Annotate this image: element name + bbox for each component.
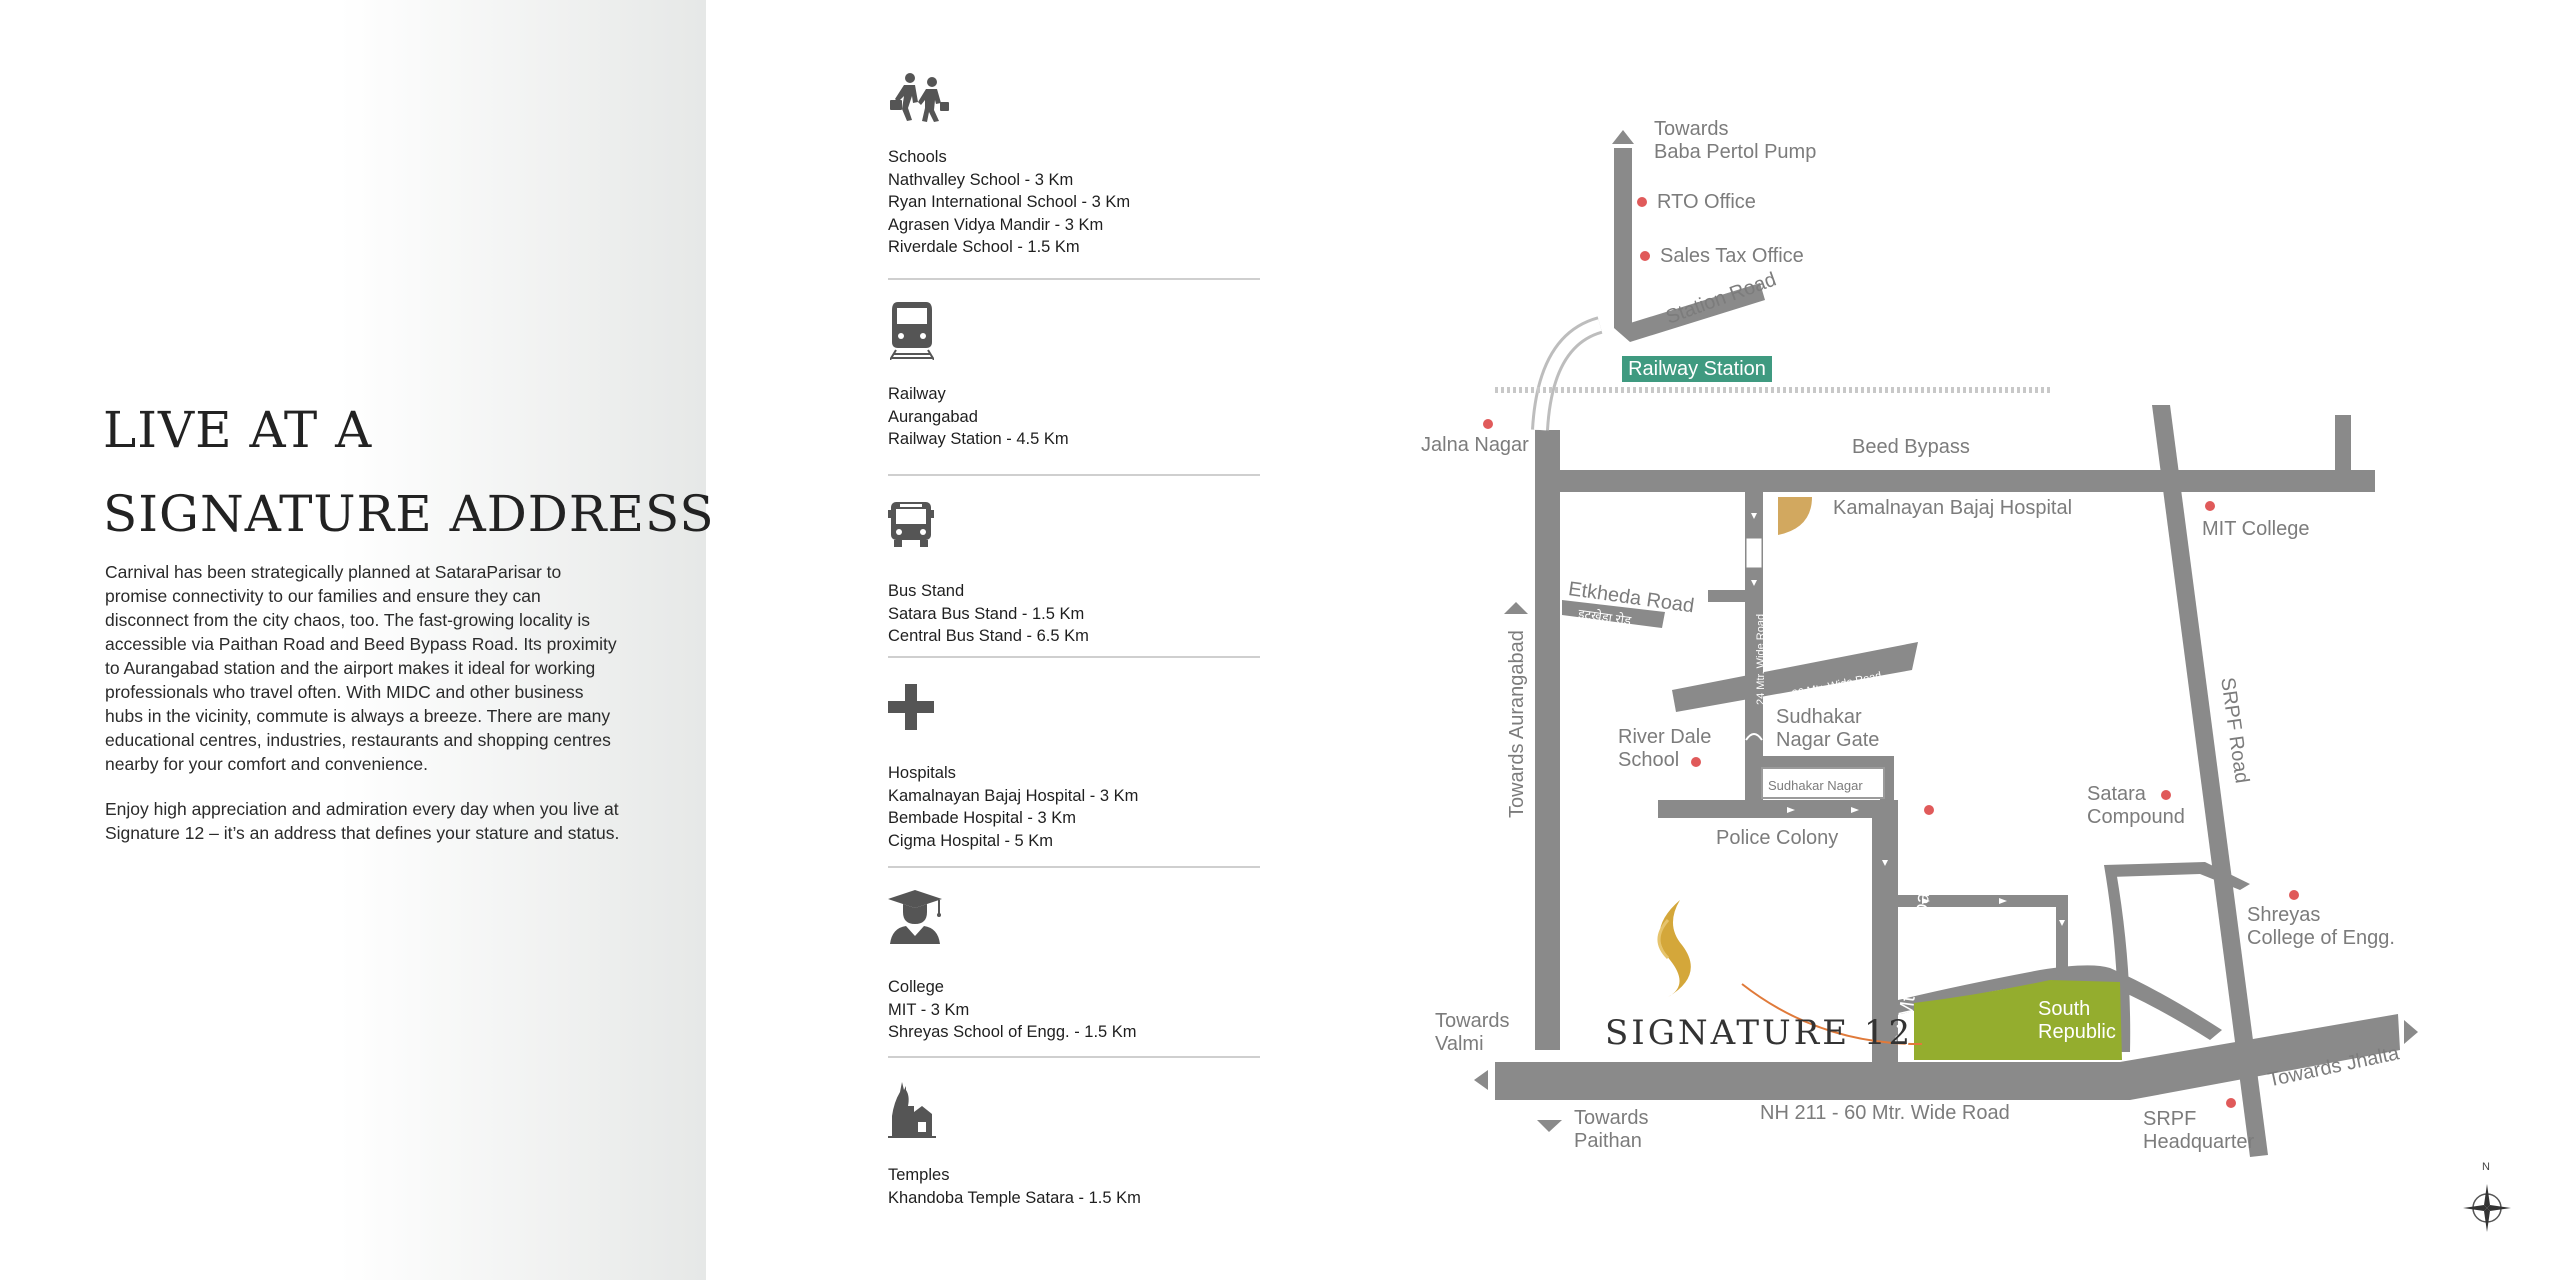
label-nh211: NH 211 - 60 Mtr. Wide Road — [1760, 1102, 2010, 1124]
list-item: Ryan International School - 3 Km — [888, 193, 1131, 211]
label-north: N — [2482, 1161, 2490, 1173]
divider — [888, 278, 1260, 280]
divider — [888, 656, 1260, 658]
divider — [888, 866, 1260, 868]
list-item: Aurangabad — [888, 407, 978, 426]
amenity-hospitals: Hospitals Kamalnayan Bajaj Hospital - 3 … — [888, 684, 1268, 850]
poi-rto — [1637, 197, 1647, 207]
poi-shreyas — [2289, 890, 2299, 900]
amenity-railway: Railway Aurangabad Railway Station - 4.5… — [888, 302, 1268, 452]
closing-paragraph: Enjoy high appreciation and admiration e… — [105, 799, 620, 843]
divider — [888, 1056, 1260, 1058]
list-item: Cigma Hospital - 5 Km — [888, 831, 1054, 850]
school-children-icon — [890, 73, 949, 122]
amenity-temples: Temples Khandoba Temple Satara - 1.5 Km — [888, 1082, 1268, 1212]
list-item: Central Bus Stand - 6.5 Km — [888, 627, 1089, 645]
graduate-icon — [888, 890, 942, 944]
amenity-schools: Schools Nathvalley School - 3 Km Ryan In… — [888, 72, 1268, 262]
poi-srpf — [2226, 1098, 2236, 1108]
list-item: Agrasen Vidya Mandir - 3 Km — [888, 215, 1104, 234]
label-jalna: Jalna Nagar — [1421, 434, 1529, 456]
train-icon — [890, 302, 934, 360]
list-item: Satara Bus Stand - 1.5 Km — [888, 604, 1085, 623]
signature-logo — [1659, 900, 1691, 997]
label-beed-bypass: Beed Bypass — [1852, 436, 1970, 458]
list-item: Riverdale School - 1.5 Km — [888, 238, 1080, 256]
temple-icon — [888, 1082, 936, 1138]
list-item: MIT - 3 Km — [888, 1000, 970, 1019]
poi-sales-tax — [1640, 251, 1650, 261]
arrow-north — [1612, 130, 1634, 144]
compass-icon — [2463, 1184, 2511, 1232]
amenity-heading: Bus Stand — [888, 582, 965, 600]
poi-mit — [2205, 501, 2215, 511]
amenity-heading: Hospitals — [888, 764, 956, 782]
divider — [888, 474, 1260, 476]
list-item: Shreyas School of Engg. - 1.5 Km — [888, 1023, 1137, 1041]
hospital-cross-icon — [888, 684, 934, 730]
road-24-mtr — [1872, 800, 1898, 1062]
srpf-road — [2152, 405, 2268, 1157]
poi-police — [1924, 805, 1934, 815]
list-item: Kamalnayan Bajaj Hospital - 3 Km — [888, 786, 1139, 805]
list-item: Railway Station - 4.5 Km — [888, 430, 1069, 448]
etkheda-road — [1562, 600, 1665, 628]
poi-jalna — [1483, 419, 1493, 429]
title-line-1: LIVE AT A — [103, 401, 373, 459]
amenity-heading: Railway — [888, 385, 946, 403]
amenity-college: College MIT - 3 Km Shreyas School of Eng… — [888, 890, 1268, 1041]
beed-bypass — [1535, 470, 2375, 492]
road-west-vertical — [1535, 430, 1560, 1050]
station-road — [1614, 283, 1765, 342]
railway-station-badge: Railway Station — [1622, 356, 1772, 382]
label-towards-aurangabad: Towards Aurangabad — [1506, 630, 1528, 818]
label-police-colony: Police Colony — [1716, 827, 1839, 849]
poi-river-dale — [1691, 757, 1701, 767]
amenity-bus-stand: Bus Stand Satara Bus Stand - 1.5 Km Cent… — [888, 500, 1268, 645]
label-mit: MIT College — [2202, 518, 2310, 540]
list-item: Khandoba Temple Satara - 1.5 Km — [888, 1188, 1141, 1207]
hospital-marker — [1778, 497, 1812, 535]
label-rto: RTO Office — [1657, 191, 1756, 213]
road-36-mtr — [1672, 642, 1918, 712]
amenity-heading: Temples — [888, 1166, 950, 1184]
page-title: LIVE AT A SIGNATURE ADDRESS — [103, 388, 715, 556]
project-plot — [1914, 980, 2122, 1060]
label-sales-tax: Sales Tax Office — [1660, 245, 1804, 267]
amenity-heading: Schools — [888, 148, 947, 166]
list-item: Bembade Hospital - 3 Km — [888, 809, 1077, 827]
brand-wordmark: SIGNATURE 12 — [1605, 1013, 1914, 1053]
list-item: Nathvalley School - 3 Km — [888, 170, 1074, 189]
left-panel — [0, 0, 706, 1280]
label-road-24-small: 24 Mtr. Wide Road — [1755, 613, 1767, 705]
nh-211 — [1495, 1014, 2400, 1100]
road-north — [1614, 148, 1632, 328]
bus-icon — [888, 502, 934, 547]
arrow-towards-aurangabad — [1504, 602, 1528, 614]
title-line-2: SIGNATURE ADDRESS — [103, 485, 715, 543]
label-sudhakar-nagar: Sudhakar Nagar — [1768, 778, 1863, 793]
intro-paragraph: Carnival has been strategically planned … — [105, 562, 617, 774]
poi-satara — [2161, 790, 2171, 800]
amenity-heading: College — [888, 978, 944, 996]
label-kamalnayan: Kamalnayan Bajaj Hospital — [1833, 497, 2073, 519]
